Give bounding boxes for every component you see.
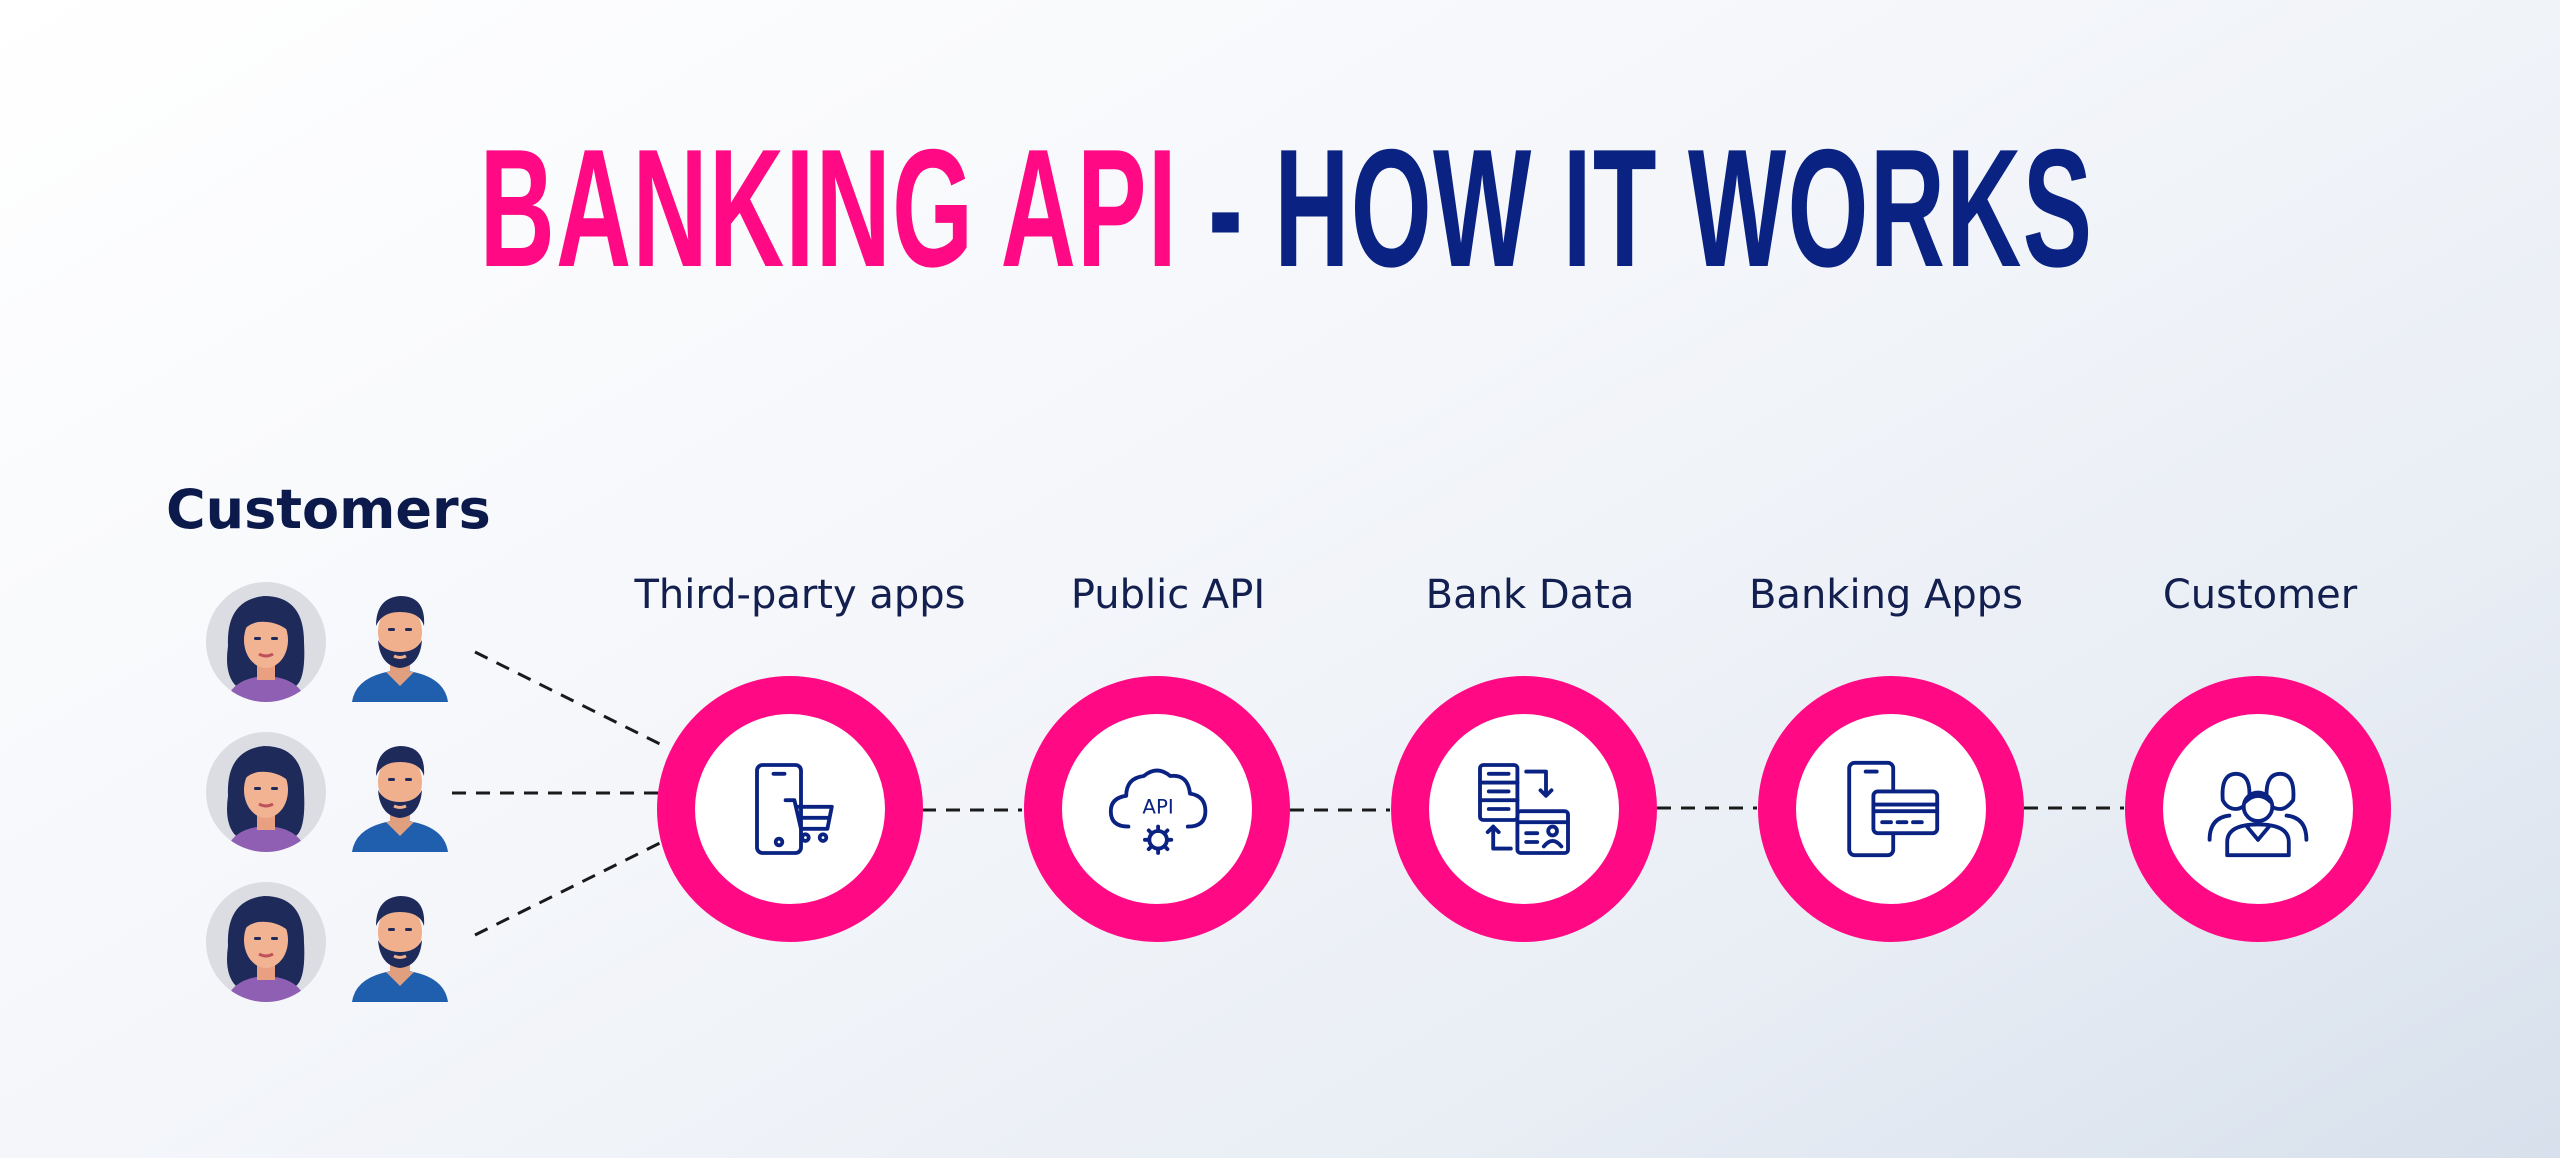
customer-group-icon <box>2207 771 2309 858</box>
step-public-api: API <box>1024 676 1290 942</box>
title-highlight: BANKING API <box>479 114 1178 302</box>
customer-woman-avatar <box>206 882 326 1002</box>
mobile-credit-card-icon <box>1847 760 1940 858</box>
page-title: BANKING API - HOW IT WORKS <box>480 118 2093 298</box>
data-server-transfer-icon <box>1478 763 1570 855</box>
step-bank-data <box>1391 676 1657 942</box>
cloud-api-gear-icon: API <box>1108 768 1208 855</box>
connector-customer-3 <box>474 840 663 937</box>
customer-man-avatar <box>352 896 448 1002</box>
customer-woman-avatar <box>206 582 326 702</box>
step-banking-apps <box>1758 676 2024 942</box>
step-label-banking-apps: Banking Apps <box>1748 572 2024 618</box>
step-label-customer: Customer <box>2162 572 2358 618</box>
title-rest: - HOW IT WORKS <box>1177 114 2094 302</box>
step-customer <box>2125 676 2391 942</box>
customers-heading: Customers <box>166 478 491 541</box>
customer-man-avatar <box>352 596 448 702</box>
customer-man-avatar <box>352 746 448 852</box>
step-label-public-api: Public API <box>1070 572 1266 618</box>
customer-woman-avatar <box>206 732 326 852</box>
mobile-shopping-cart-icon <box>755 763 834 855</box>
step-third-party-apps <box>657 676 923 942</box>
step-label-bank-data: Bank Data <box>1425 572 1635 618</box>
svg-text:API: API <box>1142 795 1173 818</box>
step-label-third-party-apps: Third-party apps <box>634 572 966 618</box>
connector-customer-1 <box>474 650 663 747</box>
